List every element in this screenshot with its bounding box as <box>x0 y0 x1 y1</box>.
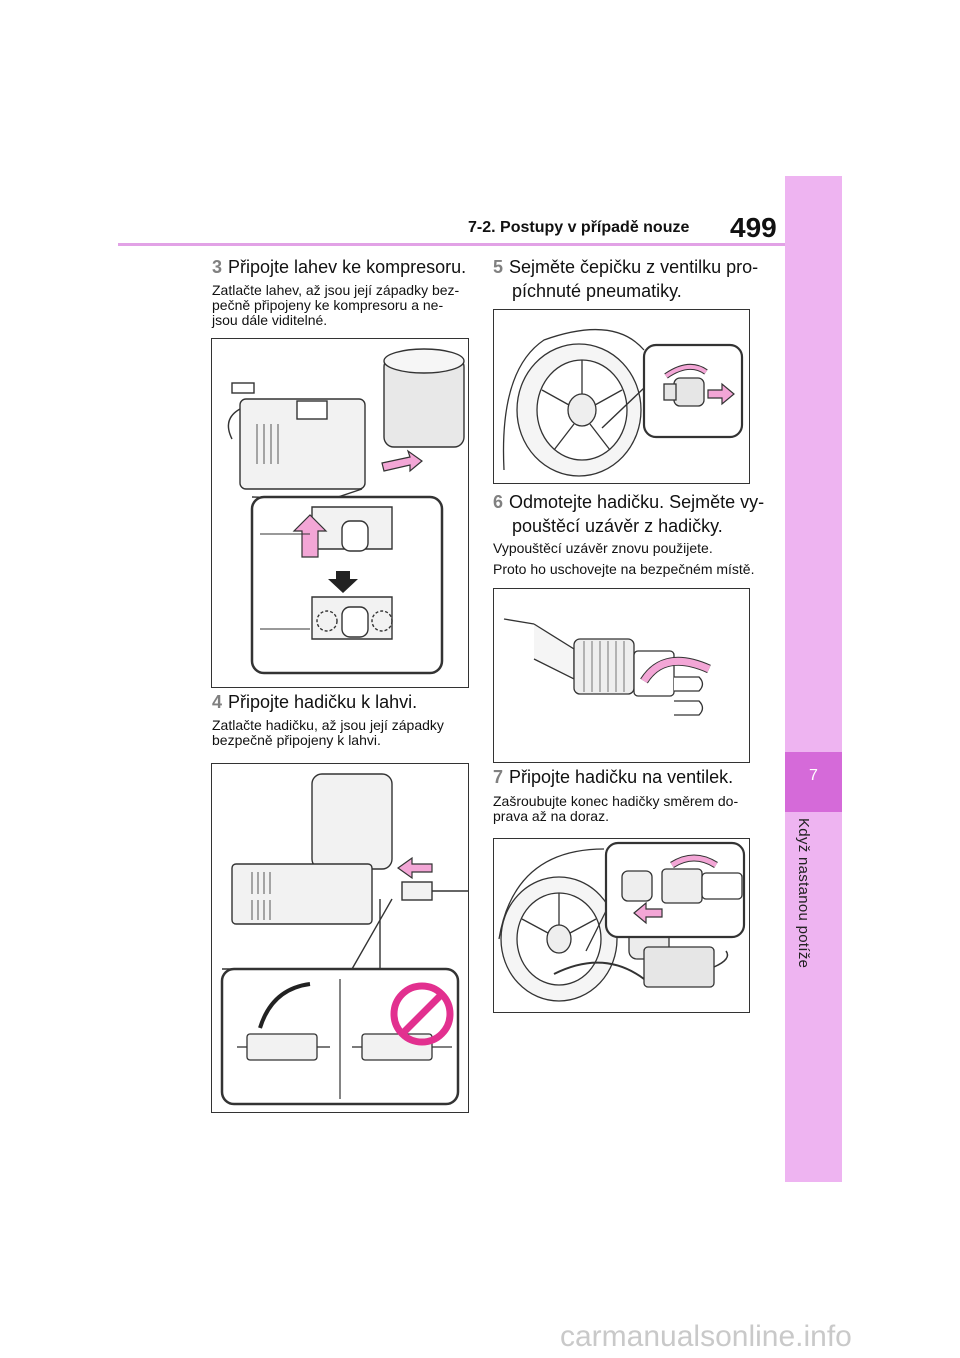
step-number: 6 <box>493 492 504 512</box>
chapter-title: Když nastanou potíže <box>795 818 812 969</box>
note-line: Zatlačte hadičku, až jsou její západky <box>212 717 444 733</box>
page-number: 499 <box>730 212 777 243</box>
step-title: Připojte hadičku k lahvi. <box>228 692 418 712</box>
step-number: 4 <box>212 692 223 712</box>
step-3-note: Zatlačte lahev, až jsou její západky bez… <box>212 283 459 328</box>
figure-remove-hose-cap <box>493 588 750 763</box>
hose-cap-illustration <box>503 618 711 716</box>
chapter-side-tab <box>785 176 842 1182</box>
note-line: Vypouštěcí uzávěr znovu použijete. <box>493 540 713 556</box>
step-title: Odmotejte hadičku. Sejměte vy- <box>509 492 765 512</box>
note-line: pečně připojeny ke kompresoru a ne- <box>212 297 444 313</box>
step-4-note: Zatlačte hadičku, až jsou její západky b… <box>212 718 444 748</box>
note-line: jsou dále viditelné. <box>212 312 328 328</box>
valve-cap-illustration <box>502 329 744 477</box>
figure-connect-hose-valve <box>493 838 750 1013</box>
connect-hose-illustration <box>498 841 746 1002</box>
compressor-bottle-illustration <box>227 348 465 675</box>
step-number: 5 <box>493 257 504 277</box>
note-line: Zatlačte lahev, až jsou její západky bez… <box>212 282 460 298</box>
note-line: Zašroubujte konec hadičky směrem do- <box>493 793 739 809</box>
figure-remove-valve-cap <box>493 309 750 484</box>
watermark: carmanualsonline.info <box>560 1320 852 1353</box>
step-5-heading-cont: píchnuté pneumatiky. <box>512 281 682 301</box>
note-line: prava až na doraz. <box>493 808 609 824</box>
step-number: 3 <box>212 257 223 277</box>
step-7-note: Zašroubujte konec hadičky směrem do- pra… <box>493 794 738 824</box>
step-6-note: Vypouštěcí uzávěr znovu použijete. Proto… <box>493 541 754 577</box>
note-line: bezpečně připojeny k lahvi. <box>212 732 381 748</box>
figure-hose-to-bottle <box>211 763 469 1113</box>
chapter-active-marker <box>785 752 842 812</box>
step-number: 7 <box>493 767 504 787</box>
hose-bottle-illustration <box>220 773 468 1106</box>
note-line: Proto ho uschovejte na bezpečném místě. <box>493 561 755 577</box>
figure-bottle-to-compressor <box>211 338 469 688</box>
section-title: 7-2. Postupy v případě nouze <box>468 219 690 236</box>
step-title: Sejměte čepičku z ventilku pro- <box>509 257 759 277</box>
chapter-number: 7 <box>809 767 818 784</box>
header-rule <box>118 243 785 246</box>
step-6-heading-cont: pouštěcí uzávěr z hadičky. <box>512 516 723 536</box>
step-title: Připojte hadičku na ventilek. <box>509 767 734 787</box>
step-title: Připojte lahev ke kompresoru. <box>228 257 467 277</box>
